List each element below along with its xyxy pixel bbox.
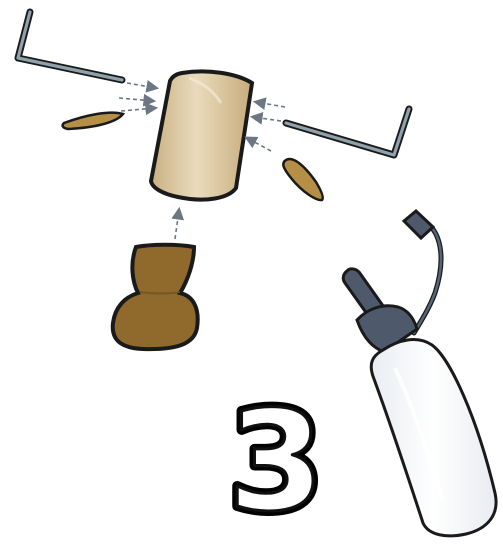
right-wooden-peg-icon	[283, 159, 322, 200]
arrow-icon	[119, 98, 153, 101]
left-bent-wire-icon	[18, 12, 122, 80]
right-bent-wire-icon	[286, 109, 409, 155]
step-number: 3	[228, 381, 324, 542]
cardboard-tube-icon	[151, 71, 252, 199]
arrow-icon	[247, 138, 271, 151]
left-wooden-peg-icon	[63, 113, 123, 129]
arrow-icon	[127, 83, 156, 88]
arrow-icon	[253, 117, 281, 121]
arrow-icon	[175, 210, 179, 239]
arrow-icon	[121, 108, 155, 111]
glue-bottle-icon	[343, 211, 496, 536]
wooden-block-icon	[113, 245, 198, 349]
arrow-icon	[256, 102, 285, 107]
